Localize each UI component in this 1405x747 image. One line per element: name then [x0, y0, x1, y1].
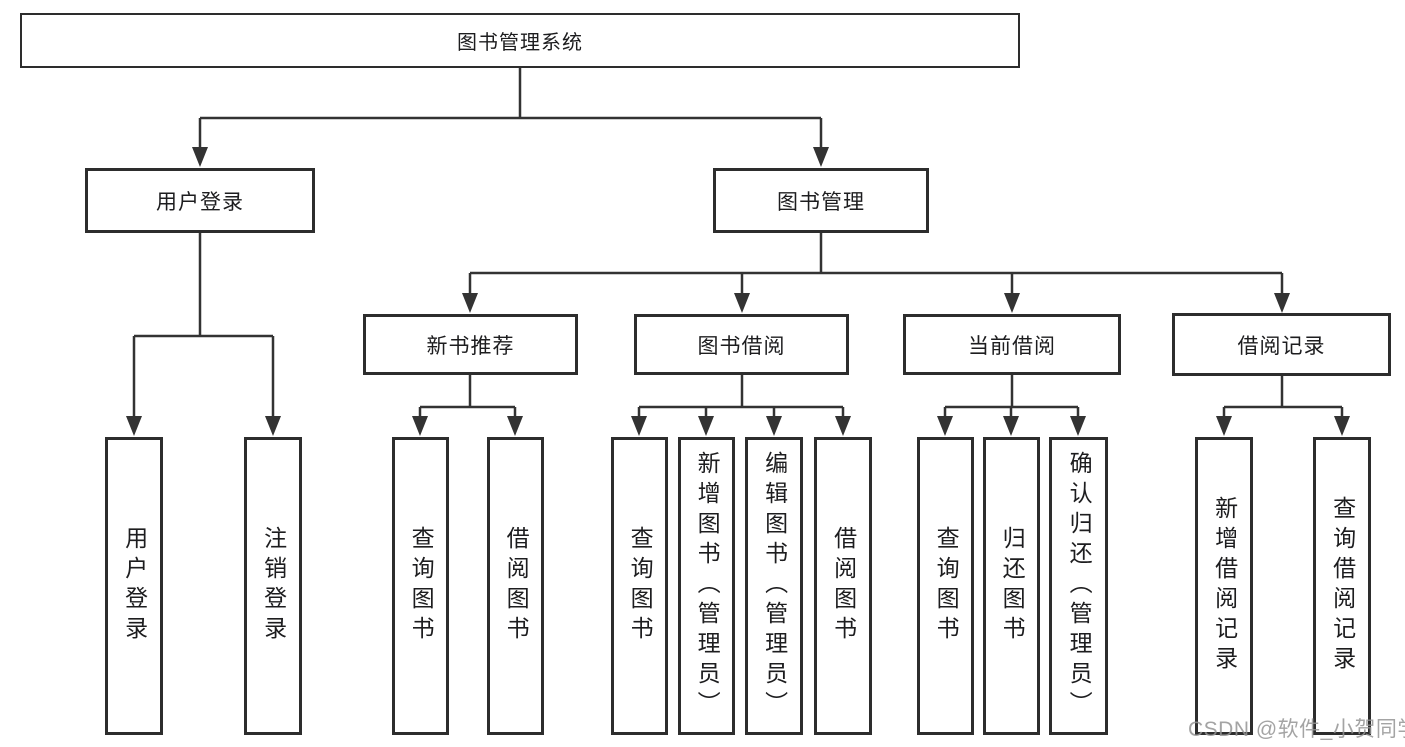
node-label: 借阅记录 — [1237, 334, 1326, 358]
leaf-label: 查询图书 — [408, 526, 435, 646]
leaf-label: 归还图书 — [999, 526, 1026, 646]
node-borrowing-records: 借阅记录 — [1172, 313, 1391, 376]
leaf-query-books-current: 查询图书 — [917, 437, 974, 735]
leaf-user-login: 用户登录 — [105, 437, 163, 735]
leaf-label: 查询借阅记录 — [1329, 496, 1356, 676]
leaf-label: 新增图书（管理员） — [694, 451, 721, 721]
node-label: 当前借阅 — [968, 334, 1056, 358]
leaf-label: 确认归还（管理员） — [1066, 451, 1093, 721]
node-user-login: 用户登录 — [85, 168, 315, 233]
leaf-borrow-books-borrowing: 借阅图书 — [814, 437, 872, 735]
leaf-confirm-return-admin: 确认归还（管理员） — [1049, 437, 1108, 735]
leaf-label: 新增借阅记录 — [1211, 496, 1238, 676]
leaf-borrow-books-recommend: 借阅图书 — [487, 437, 544, 735]
leaf-query-borrow-record: 查询借阅记录 — [1313, 437, 1371, 735]
node-label: 图书管理 — [777, 190, 865, 214]
leaf-return-books: 归还图书 — [983, 437, 1040, 735]
node-label: 用户登录 — [156, 190, 244, 214]
node-current-borrowing: 当前借阅 — [903, 314, 1121, 375]
node-label: 图书借阅 — [697, 334, 786, 358]
node-label: 新书推荐 — [426, 334, 515, 358]
node-label: 图书管理系统 — [457, 32, 583, 54]
node-system-root: 图书管理系统 — [20, 13, 1020, 68]
leaf-label: 注销登录 — [260, 526, 287, 646]
leaf-label: 查询图书 — [933, 526, 960, 646]
csdn-watermark: CSDN @软件_小贺同学 — [1188, 718, 1405, 741]
leaf-label: 编辑图书（管理员） — [761, 451, 788, 721]
leaf-label: 借阅图书 — [503, 526, 530, 646]
leaf-query-books-recommend: 查询图书 — [392, 437, 449, 735]
node-book-borrowing: 图书借阅 — [634, 314, 849, 375]
leaf-label: 查询图书 — [627, 526, 654, 646]
leaf-query-books-borrowing: 查询图书 — [611, 437, 668, 735]
leaf-label: 用户登录 — [121, 526, 148, 646]
leaf-logout: 注销登录 — [244, 437, 302, 735]
leaf-add-borrow-record: 新增借阅记录 — [1195, 437, 1253, 735]
node-book-management: 图书管理 — [713, 168, 929, 233]
leaf-label: 借阅图书 — [830, 526, 857, 646]
leaf-edit-book-admin: 编辑图书（管理员） — [745, 437, 803, 735]
leaf-add-book-admin: 新增图书（管理员） — [678, 437, 735, 735]
node-new-book-recommend: 新书推荐 — [363, 314, 578, 375]
